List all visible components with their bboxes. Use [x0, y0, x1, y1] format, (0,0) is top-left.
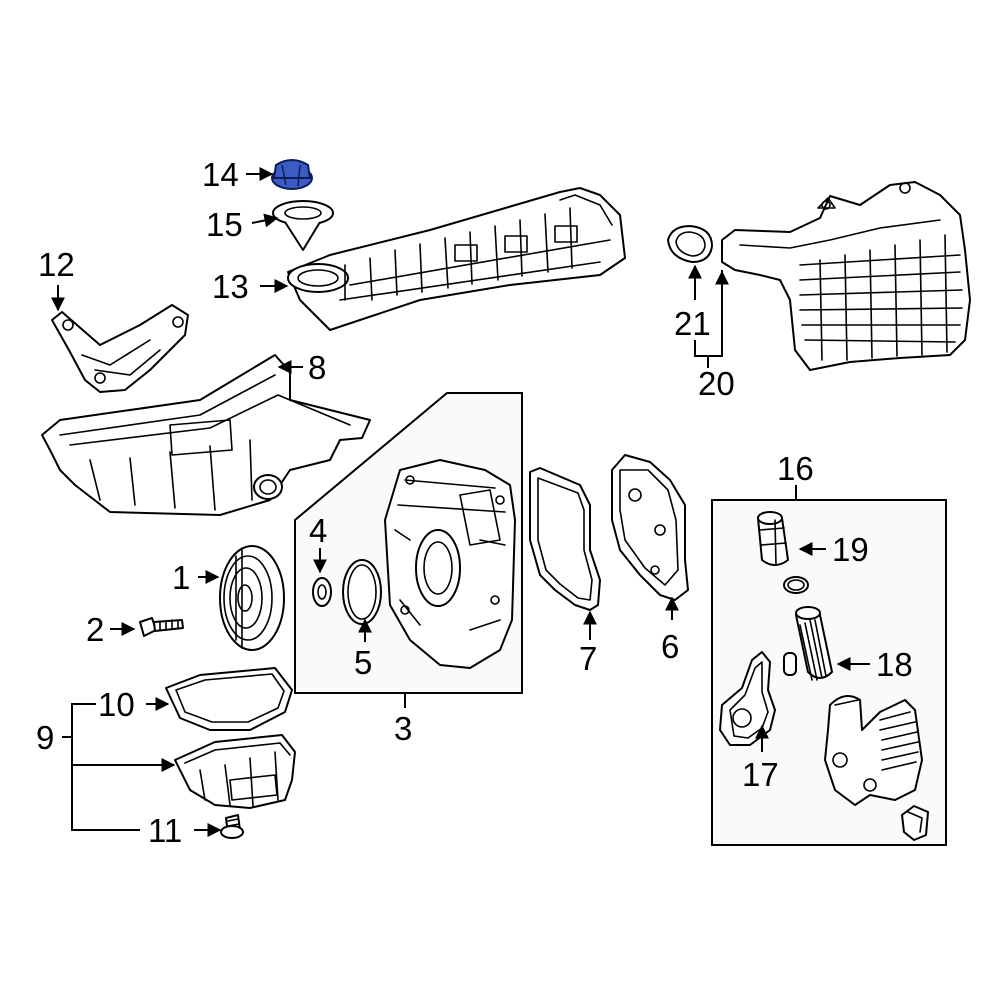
callout-17: 17	[742, 756, 779, 793]
callout-13: 13	[212, 268, 249, 305]
part-11-drain-plug[interactable]	[220, 814, 244, 839]
callout-12: 12	[38, 246, 75, 283]
callout-11: 11	[148, 812, 182, 849]
part-3-timing-cover[interactable]	[384, 459, 516, 669]
part-4-small-seal[interactable]	[312, 577, 332, 607]
part-9-lower-oil-pan[interactable]	[174, 734, 296, 809]
callout-5: 5	[354, 644, 372, 681]
part-13-valve-cover[interactable]	[287, 187, 626, 331]
callout-7: 7	[579, 640, 597, 677]
part-15-seal[interactable]	[272, 200, 334, 251]
callout-14: 14	[202, 156, 239, 193]
part-12-bracket[interactable]	[51, 304, 189, 393]
part-16-filter-housing[interactable]	[824, 695, 929, 841]
callout-15: 15	[206, 206, 243, 243]
leader-10	[71, 703, 96, 737]
callout-21: 21	[674, 305, 711, 342]
callout-10: 10	[98, 686, 135, 723]
part-17-housing-gasket[interactable]	[719, 651, 776, 746]
callout-18: 18	[876, 646, 913, 683]
part-5-o-ring[interactable]	[342, 559, 382, 625]
part-18-filter-element[interactable]	[795, 606, 833, 681]
part-14-oil-filler-cap[interactable]	[271, 159, 313, 190]
callout-4: 4	[309, 512, 327, 549]
part-7-gasket[interactable]	[529, 467, 601, 611]
callout-20: 20	[698, 365, 735, 402]
callout-8: 8	[308, 349, 326, 386]
part-6-cover-plate[interactable]	[611, 454, 689, 601]
part-19-filter-cap[interactable]	[757, 511, 809, 594]
leader-15	[251, 213, 279, 228]
callout-3: 3	[394, 710, 412, 747]
part-2-bolt[interactable]	[139, 617, 184, 637]
part-18-small-seal[interactable]	[783, 652, 797, 676]
part-20-intake-manifold[interactable]	[721, 181, 971, 371]
part-10-gasket[interactable]	[165, 667, 293, 731]
callout-16: 16	[777, 450, 814, 487]
callout-19: 19	[832, 531, 869, 568]
callout-9: 9	[36, 719, 54, 756]
callout-1: 1	[172, 559, 190, 596]
leader-9-bracket	[62, 736, 140, 831]
callout-6: 6	[661, 628, 679, 665]
part-21-gasket[interactable]	[667, 225, 713, 263]
callout-2: 2	[86, 611, 104, 648]
part-8-upper-oil-pan[interactable]	[41, 354, 371, 516]
part-1-harmonic-balancer[interactable]	[219, 545, 285, 651]
